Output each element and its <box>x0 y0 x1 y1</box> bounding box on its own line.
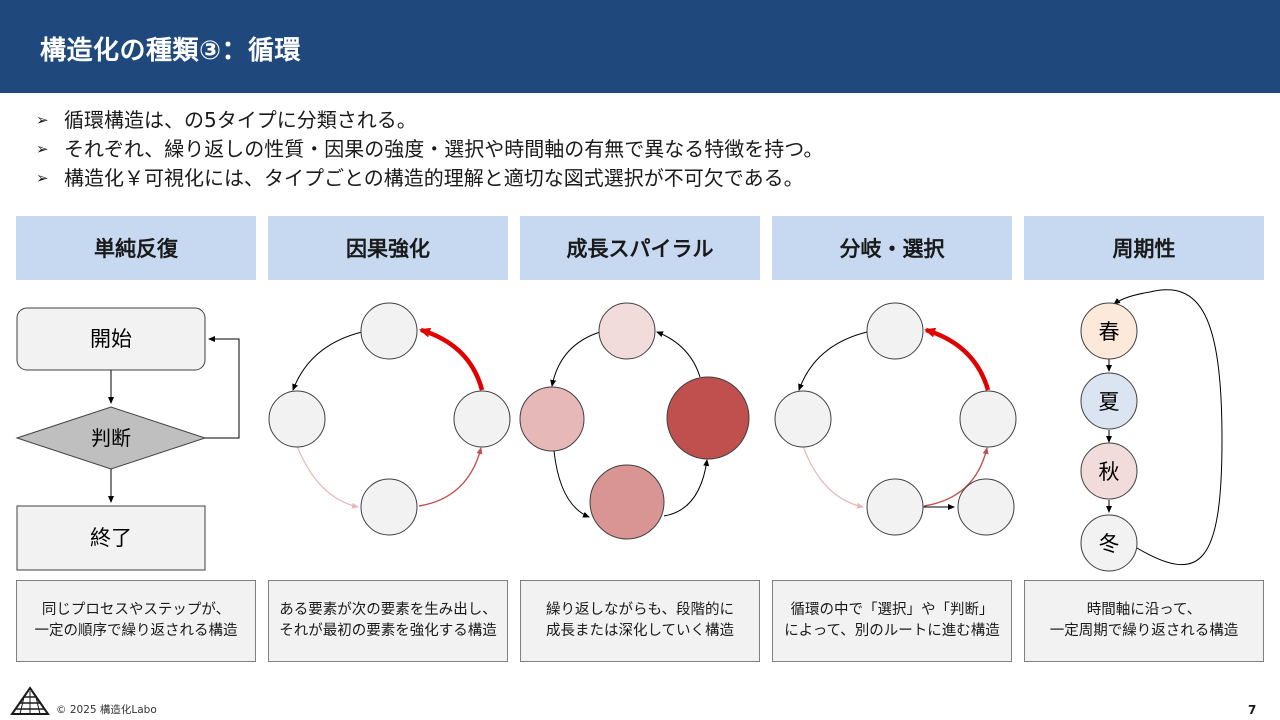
column-header-periodicity: 周期性 <box>1024 216 1264 280</box>
flowchart-end-label: 終了 <box>90 526 132 550</box>
season-label-winter: 冬 <box>1099 532 1120 556</box>
branch-loop-diagram <box>774 302 1017 536</box>
season-cycle-diagram: 春 夏 秋 冬 <box>1080 289 1223 572</box>
slide-title: 構造化の種類③：循環 <box>40 36 302 66</box>
node-circle <box>268 390 326 448</box>
loop-arrow-strong <box>924 327 991 391</box>
season-return-arrow <box>1113 289 1223 566</box>
season-node-summer <box>1080 372 1138 430</box>
spiral-arrow <box>656 331 701 378</box>
description-simple-repeat: 同じプロセスやステップが、一定の順序で繰り返される構造 <box>16 580 256 662</box>
flowchart-end-box <box>16 505 206 571</box>
loop-arrow-faded <box>802 445 864 509</box>
node-circle <box>959 390 1017 448</box>
loop-arrow-faded <box>296 445 359 509</box>
node-circle <box>774 390 832 448</box>
season-node-winter <box>1080 514 1138 572</box>
spiral-arrow <box>553 450 590 518</box>
description-periodicity: 時間軸に沿って、一定周期で繰り返される構造 <box>1024 580 1264 662</box>
flowchart-start-label: 開始 <box>90 327 132 351</box>
bullet-item: ➢それぞれ、繰り返しの性質・因果の強度・選択や時間軸の有無で異なる特徴を持つ。 <box>34 135 1254 164</box>
node-circle <box>360 302 418 360</box>
bullet-item: ➢循環構造は、の5タイプに分類される。 <box>34 106 1254 135</box>
season-label-summer: 夏 <box>1099 390 1120 414</box>
description-growth-spiral: 繰り返しながらも、段階的に成長または深化していく構造 <box>520 580 760 662</box>
arrow-bullet-icon: ➢ <box>36 111 49 129</box>
arrow-bullet-icon: ➢ <box>36 140 49 158</box>
spiral-arrow <box>663 459 710 517</box>
flowchart-diagram: 開始 判断 終了 <box>15 307 240 571</box>
bullet-list: ➢循環構造は、の5タイプに分類される。 ➢それぞれ、繰り返しの性質・因果の強度・… <box>34 106 1254 193</box>
season-node-autumn <box>1080 442 1138 500</box>
flow-loop-arrow <box>205 336 240 439</box>
branch-node-circle <box>957 478 1015 536</box>
column-header-branch-select: 分岐・選択 <box>772 216 1012 280</box>
pyramid-logo-icon <box>10 686 50 715</box>
node-circle <box>360 478 418 536</box>
slide-footer: © 2025 構造化Labo 7 <box>0 684 1280 720</box>
column-header-causal-reinforcement: 因果強化 <box>268 216 508 280</box>
description-causal-reinforcement: ある要素が次の要素を生み出し、それが最初の要素を強化する構造 <box>268 580 508 662</box>
spiral-arrow <box>550 331 601 387</box>
node-circle <box>453 390 511 448</box>
loop-arrow-strong <box>419 327 485 391</box>
copyright-text: © 2025 構造化Labo <box>56 704 157 716</box>
spiral-node-medium-small <box>519 386 585 452</box>
description-branch-select: 循環の中で「選択」や「判断」によって、別のルートに進む構造 <box>772 580 1012 662</box>
node-circle <box>866 478 924 536</box>
slide-header: 構造化の種類③：循環 <box>0 0 1280 93</box>
growth-spiral-diagram <box>519 302 750 540</box>
column-header-simple-repeat: 単純反復 <box>16 216 256 280</box>
season-node-spring <box>1080 302 1138 360</box>
page-number: 7 <box>1248 703 1257 717</box>
loop-arrow <box>798 331 868 391</box>
flowchart-decision-label: 判断 <box>91 426 131 450</box>
season-label-autumn: 秋 <box>1099 460 1120 484</box>
season-label-spring: 春 <box>1099 320 1120 344</box>
loop-arrow <box>292 331 363 391</box>
node-circle <box>866 302 924 360</box>
spiral-node-medium <box>589 464 665 540</box>
spiral-node-small <box>598 302 656 360</box>
loop-arrow-medium <box>418 447 483 507</box>
bullet-item: ➢構造化￥可視化には、タイプごとの構造的理解と適切な図式選択が不可欠である。 <box>34 164 1254 193</box>
causal-loop-diagram <box>268 302 511 536</box>
column-header-growth-spiral: 成長スパイラル <box>520 216 760 280</box>
arrow-bullet-icon: ➢ <box>36 169 49 187</box>
spiral-node-large <box>666 376 750 460</box>
